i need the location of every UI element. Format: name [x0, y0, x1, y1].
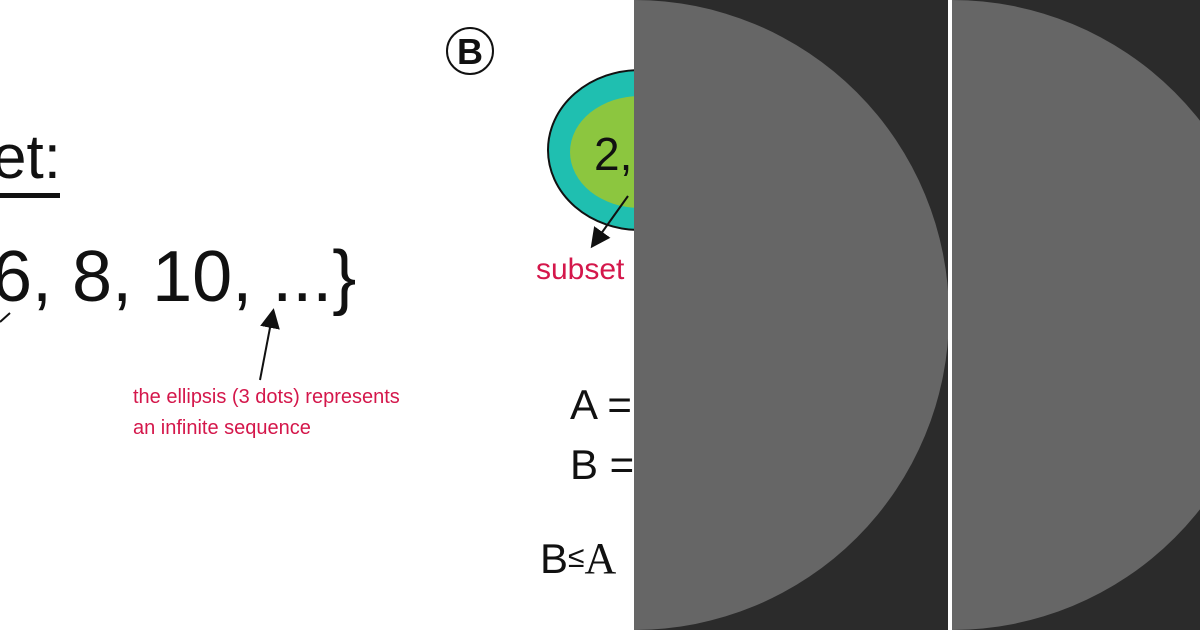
relation-left: B [540, 535, 569, 582]
ellipsis-arrow [259, 308, 280, 381]
subset-relation: B≤A [540, 533, 616, 584]
right-disc [952, 0, 1200, 630]
panel-divider [948, 0, 952, 630]
left-disc [634, 0, 949, 630]
venn-inner-text: 2, [594, 128, 632, 180]
relation-symbol: ≤ [568, 541, 585, 574]
subset-arrow [590, 195, 629, 249]
b-badge-icon: B [446, 27, 494, 75]
equation-b: B = [570, 441, 635, 488]
relation-right: A [584, 534, 617, 583]
equation-a: A = [570, 381, 632, 428]
b-badge-letter: B [457, 31, 483, 72]
ellipsis-annotation: the ellipsis (3 dots) represents an infi… [133, 382, 400, 444]
occluding-panel [634, 0, 1200, 630]
ellipsis-annotation-line2: an infinite sequence [133, 417, 311, 439]
ellipsis-annotation-line1: the ellipsis (3 dots) represents [133, 386, 400, 408]
sequence-arrow-fragment [0, 312, 11, 323]
subset-label: subset [536, 253, 625, 286]
heading-text: et: [0, 123, 61, 192]
heading-underline [0, 193, 60, 198]
sequence-text: 6, 8, 10, ...} [0, 237, 357, 317]
